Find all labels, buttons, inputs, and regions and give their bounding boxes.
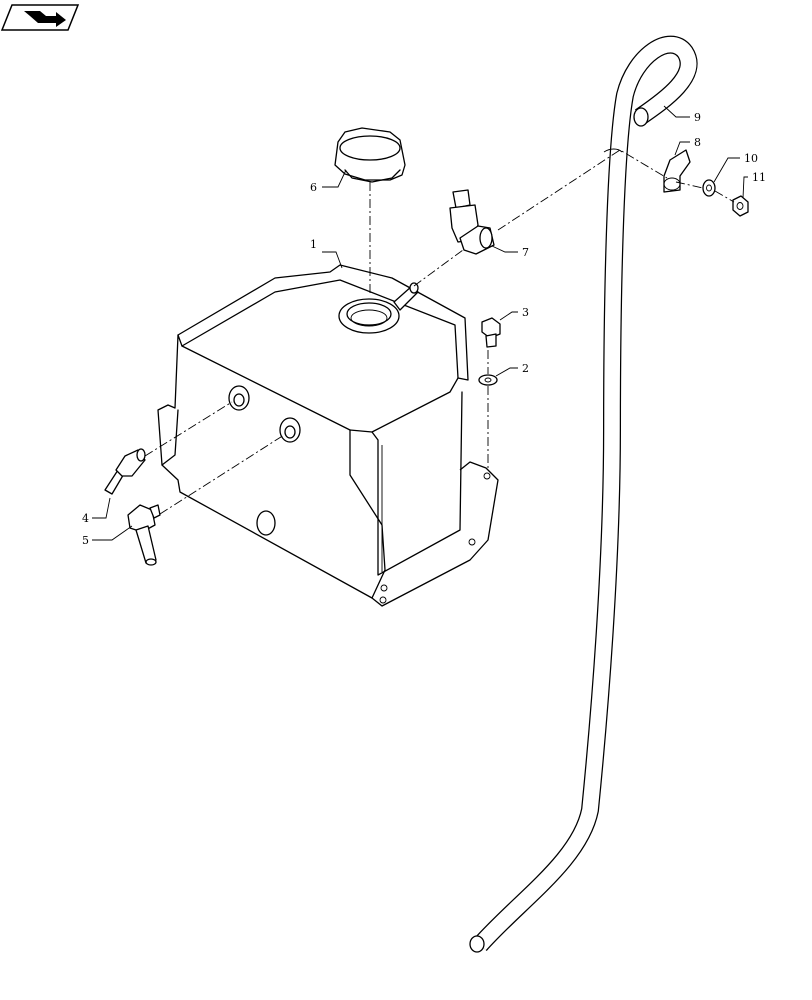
page-turn-arrow-icon[interactable] bbox=[0, 4, 80, 31]
callout-3: 3 bbox=[522, 306, 529, 319]
hex-nut bbox=[732, 195, 749, 217]
callout-11: 11 bbox=[752, 171, 766, 184]
callout-5: 5 bbox=[82, 534, 89, 547]
bolt bbox=[481, 317, 501, 348]
callout-4: 4 bbox=[82, 512, 89, 525]
elbow-fitting bbox=[449, 189, 495, 255]
filler-neck bbox=[338, 282, 419, 334]
angled-hose-fitting bbox=[104, 448, 146, 495]
washer bbox=[478, 374, 498, 386]
callout-9: 9 bbox=[694, 111, 701, 124]
callout-7: 7 bbox=[522, 246, 529, 259]
callout-2: 2 bbox=[522, 362, 529, 375]
elbow-hose-fitting bbox=[127, 504, 161, 566]
callout-6: 6 bbox=[310, 181, 317, 194]
callout-leaders bbox=[92, 105, 748, 541]
vent-hose bbox=[469, 35, 698, 953]
callout-labels: 1 2 3 4 5 6 7 8 9 10 11 bbox=[82, 111, 766, 547]
reservoir-tank bbox=[157, 264, 499, 607]
callout-10: 10 bbox=[744, 152, 758, 165]
callout-1: 1 bbox=[310, 238, 317, 251]
callout-8: 8 bbox=[694, 136, 701, 149]
assembly-centerlines bbox=[144, 149, 735, 515]
filler-cap bbox=[334, 127, 406, 183]
hose-clamp bbox=[663, 149, 691, 193]
flat-washer bbox=[702, 179, 716, 197]
